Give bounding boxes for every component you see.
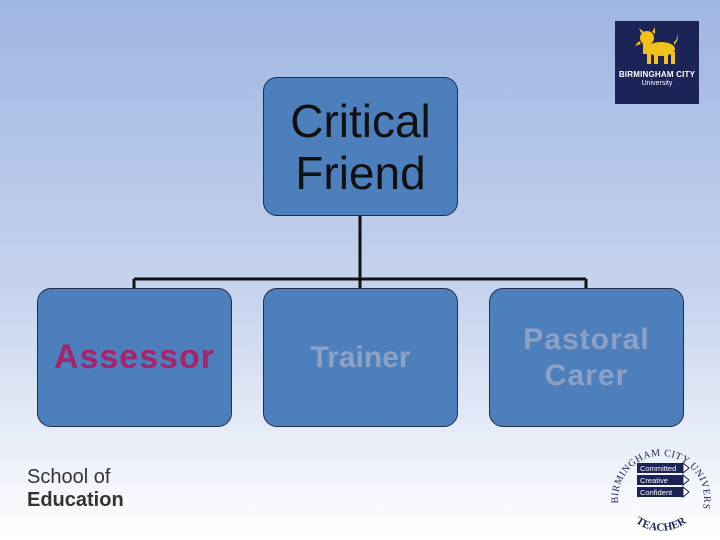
seal-item-committed: Committed [637, 461, 690, 475]
seal-item-creative: Creative [637, 473, 690, 487]
pastoral-carer-label: Pastoral Carer [523, 322, 649, 394]
birmingham-city-university-logo: BIRMINGHAM CITY University [615, 21, 699, 104]
trainer-label: Trainer [310, 340, 411, 374]
school-line-1: School of [27, 466, 111, 488]
critical-friend-label: Critical Friend [290, 95, 431, 199]
assessor-node: Assessor [37, 288, 232, 427]
university-name: BIRMINGHAM CITY [618, 70, 696, 79]
seal-item-confident-label: Confident [640, 488, 673, 497]
critical-friend-line-1: Critical [290, 94, 431, 147]
school-of-education-logo: School of Education [27, 466, 124, 512]
seal-item-confident: Confident [637, 485, 690, 499]
trainer-node: Trainer [263, 288, 458, 427]
critical-friend-node: Critical Friend [263, 77, 458, 216]
lion-icon [635, 27, 678, 64]
pastoral-carer-node: Pastoral Carer [489, 288, 684, 427]
teacher-seal-badge: THE BIRMINGHAM CITY UNIVERSITY TEACHER C… [605, 428, 712, 534]
pastoral-carer-line-2: Carer [544, 358, 629, 392]
university-subtitle: University [641, 80, 673, 87]
seal-item-committed-label: Committed [640, 464, 676, 473]
pastoral-carer-line-1: Pastoral [523, 322, 650, 356]
seal-bottom-text: TEACHER [634, 514, 689, 534]
school-line-2: Education [27, 489, 124, 511]
svg-text:TEACHER: TEACHER [634, 514, 689, 534]
assessor-label: Assessor [53, 338, 216, 376]
seal-item-creative-label: Creative [640, 476, 668, 485]
critical-friend-line-2: Friend [295, 146, 426, 199]
